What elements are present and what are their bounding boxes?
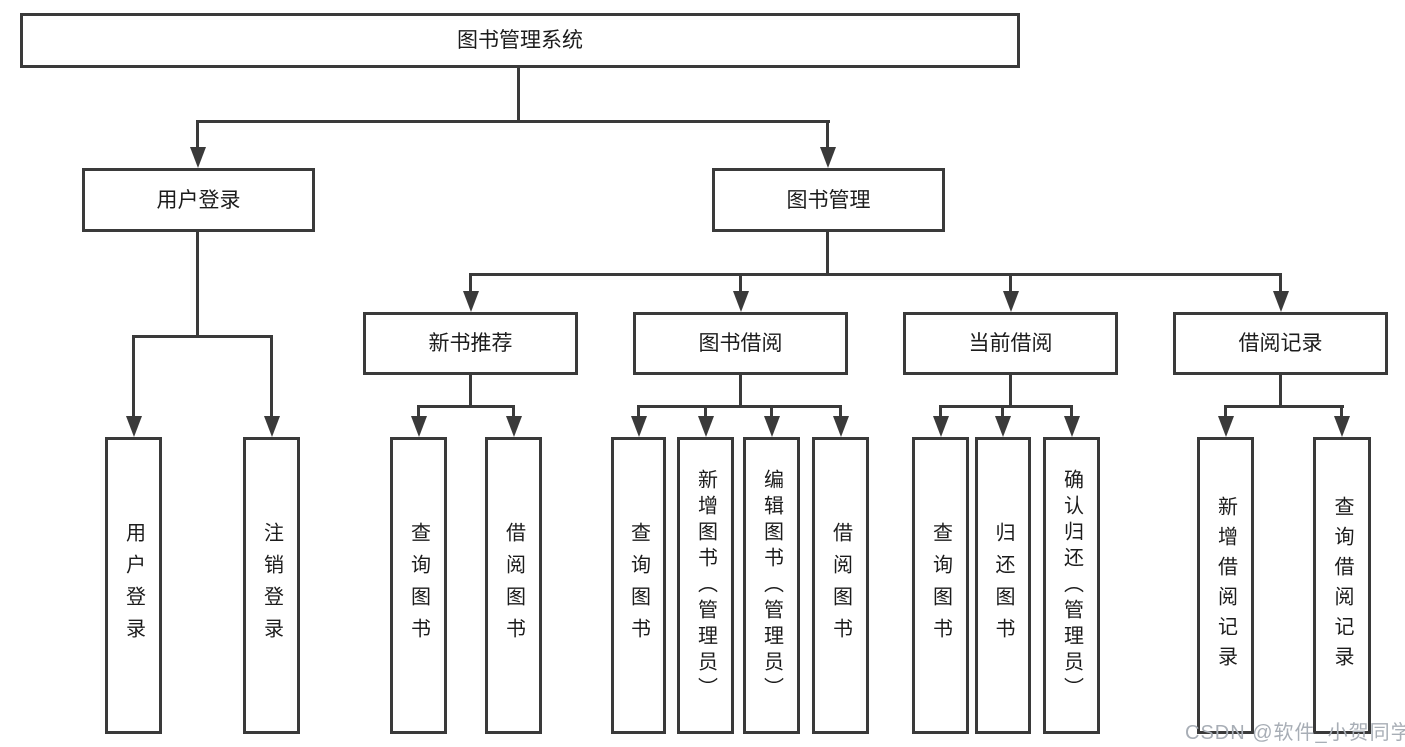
connector-line — [196, 120, 830, 123]
arrowhead-down-icon — [411, 416, 427, 437]
connector-line — [270, 335, 273, 417]
connector-line — [1279, 273, 1282, 293]
node-label: 当前借阅 — [968, 332, 1053, 355]
connector-line — [637, 405, 640, 417]
node-book-borrowing: 图书借阅 — [633, 312, 848, 375]
leaf-records-add-record: 新增借阅记录 — [1197, 437, 1254, 734]
arrowhead-down-icon — [995, 416, 1011, 437]
arrowhead-down-icon — [933, 416, 949, 437]
node-label: 图书管理系统 — [457, 29, 583, 52]
node-label: 新增借阅记录 — [1214, 495, 1237, 676]
connector-line — [1279, 375, 1282, 405]
arrowhead-down-icon — [1218, 416, 1234, 437]
arrowhead-down-icon — [264, 416, 280, 437]
arrowhead-down-icon — [698, 416, 714, 437]
connector-line — [1070, 405, 1073, 417]
connector-line — [739, 375, 742, 405]
node-label: 查询图书 — [627, 521, 650, 650]
leaf-newbook-borrow-books: 借阅图书 — [485, 437, 542, 734]
node-label: 编辑图书（管理员） — [760, 468, 783, 703]
connector-line — [469, 273, 472, 293]
arrowhead-down-icon — [506, 416, 522, 437]
connector-line — [739, 273, 742, 293]
node-label: 查询借阅记录 — [1331, 495, 1353, 676]
leaf-userlogin-logout: 注销登录 — [243, 437, 300, 734]
arrowhead-down-icon — [733, 291, 749, 312]
connector-line — [1009, 273, 1012, 293]
leaf-borrowing-edit-books-admin: 编辑图书（管理员） — [743, 437, 800, 734]
node-label: 新增图书（管理员） — [694, 468, 717, 703]
connector-line — [132, 335, 135, 417]
node-user-login: 用户登录 — [82, 168, 315, 232]
arrowhead-down-icon — [1003, 291, 1019, 312]
node-library-system: 图书管理系统 — [20, 13, 1020, 68]
connector-line — [1001, 405, 1004, 417]
connector-line — [417, 405, 515, 408]
leaf-newbook-query-books: 查询图书 — [390, 437, 447, 734]
arrowhead-down-icon — [190, 147, 206, 168]
node-label: 查询图书 — [407, 521, 430, 650]
arrowhead-down-icon — [833, 416, 849, 437]
node-borrowing-records: 借阅记录 — [1173, 312, 1388, 375]
connector-line — [132, 335, 273, 338]
connector-line — [517, 68, 520, 120]
node-label: 借阅记录 — [1238, 332, 1323, 355]
connector-line — [469, 273, 1282, 276]
arrowhead-down-icon — [820, 147, 836, 168]
leaf-records-query-record: 查询借阅记录 — [1313, 437, 1371, 734]
node-label: 用户登录 — [156, 188, 241, 212]
node-label: 归还图书 — [992, 521, 1014, 650]
node-label: 新书推荐 — [428, 332, 513, 355]
connector-line — [1009, 375, 1012, 405]
leaf-userlogin-login: 用户登录 — [105, 437, 162, 734]
connector-line — [939, 405, 942, 417]
connector-line — [196, 120, 199, 148]
node-label: 图书管理 — [786, 188, 871, 212]
node-label: 用户登录 — [122, 521, 145, 650]
leaf-borrowing-add-books-admin: 新增图书（管理员） — [677, 437, 734, 734]
leaf-current-query-books: 查询图书 — [912, 437, 969, 734]
node-new-book-recommend: 新书推荐 — [363, 312, 578, 375]
node-label: 确认归还（管理员） — [1060, 468, 1083, 703]
leaf-current-return-books: 归还图书 — [975, 437, 1031, 734]
leaf-borrowing-query-books: 查询图书 — [611, 437, 666, 734]
arrowhead-down-icon — [631, 416, 647, 437]
node-label: 图书借阅 — [698, 332, 783, 355]
connector-line — [826, 120, 829, 148]
connector-line — [939, 405, 1073, 408]
arrowhead-down-icon — [1273, 291, 1289, 312]
node-label: 查询图书 — [929, 521, 952, 650]
connector-line — [1224, 405, 1227, 417]
connector-line — [704, 405, 707, 417]
arrowhead-down-icon — [1064, 416, 1080, 437]
node-label: 借阅图书 — [502, 521, 525, 650]
arrowhead-down-icon — [1334, 416, 1350, 437]
node-label: 借阅图书 — [829, 521, 852, 650]
connector-line — [839, 405, 842, 417]
connector-line — [1340, 405, 1343, 417]
connector-line — [469, 375, 472, 405]
connector-line — [417, 405, 420, 417]
watermark: CSDN @软件_小贺同学 — [1185, 722, 1405, 744]
connector-line — [1224, 405, 1344, 408]
arrowhead-down-icon — [764, 416, 780, 437]
connector-line — [826, 232, 829, 273]
node-label: 注销登录 — [260, 521, 283, 650]
leaf-current-confirm-return-admin: 确认归还（管理员） — [1043, 437, 1100, 734]
connector-line — [637, 405, 842, 408]
arrowhead-down-icon — [463, 291, 479, 312]
connector-line — [770, 405, 773, 417]
arrowhead-down-icon — [126, 416, 142, 437]
node-current-borrowing: 当前借阅 — [903, 312, 1118, 375]
node-book-management: 图书管理 — [712, 168, 945, 232]
leaf-borrowing-borrow-books: 借阅图书 — [812, 437, 869, 734]
connector-line — [512, 405, 515, 417]
connector-line — [196, 232, 199, 335]
